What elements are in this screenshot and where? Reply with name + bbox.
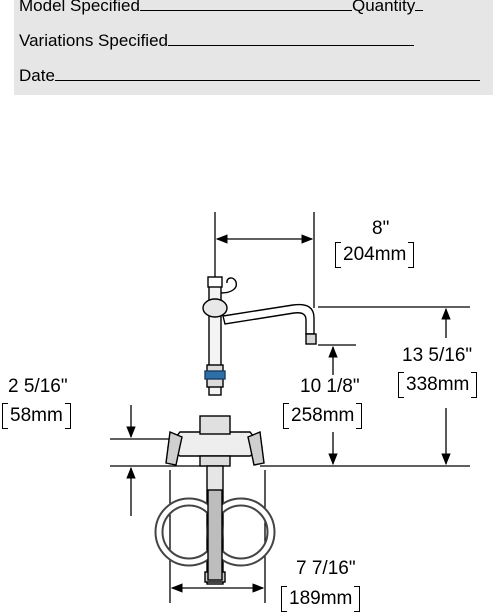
body-top bbox=[199, 415, 231, 435]
right-handle bbox=[247, 431, 265, 466]
spout-outlet bbox=[305, 333, 317, 345]
base-width-mm: 189mm bbox=[281, 586, 361, 612]
spout-reach-mm: 204mm bbox=[335, 242, 415, 268]
riser-top-cap bbox=[207, 276, 223, 288]
base-width-inches: 7 7/16" bbox=[296, 558, 356, 579]
date-row: Date bbox=[19, 64, 480, 86]
quantity-field[interactable] bbox=[415, 0, 424, 11]
upper-swivel-nut bbox=[202, 298, 228, 318]
overall-height-inches: 13 5/16" bbox=[402, 345, 473, 366]
variations-specified-field[interactable] bbox=[168, 29, 414, 46]
overall-height-mm: 338mm bbox=[398, 372, 478, 398]
deck-flange bbox=[199, 455, 231, 467]
left-handle bbox=[165, 431, 183, 466]
shank-front bbox=[207, 489, 223, 581]
date-label: Date bbox=[19, 66, 55, 85]
spout-arm bbox=[222, 303, 315, 335]
spout-height-inches: 10 1/8" bbox=[300, 376, 360, 397]
spout-reach-inches: 8" bbox=[372, 218, 390, 239]
mixer-body bbox=[167, 431, 263, 457]
variations-row: Variations Specified bbox=[19, 29, 414, 51]
deck-clearance-mm: 58mm bbox=[2, 403, 71, 429]
faucet-outline bbox=[154, 276, 317, 585]
model-specified-field[interactable] bbox=[139, 0, 352, 11]
hook-handle bbox=[220, 277, 238, 294]
spec-form bbox=[14, 0, 493, 95]
model-specified-label: Model Specified bbox=[19, 0, 140, 15]
middle-nut bbox=[204, 370, 226, 380]
quantity-label: Quantity bbox=[351, 0, 416, 15]
date-field[interactable] bbox=[54, 64, 480, 81]
deck-clearance-inches: 2 5/16" bbox=[8, 376, 68, 397]
spout-height-mm: 258mm bbox=[283, 403, 363, 429]
variations-specified-label: Variations Specified bbox=[19, 31, 168, 50]
model-quantity-row: Model Specified Quantity bbox=[19, 0, 424, 16]
